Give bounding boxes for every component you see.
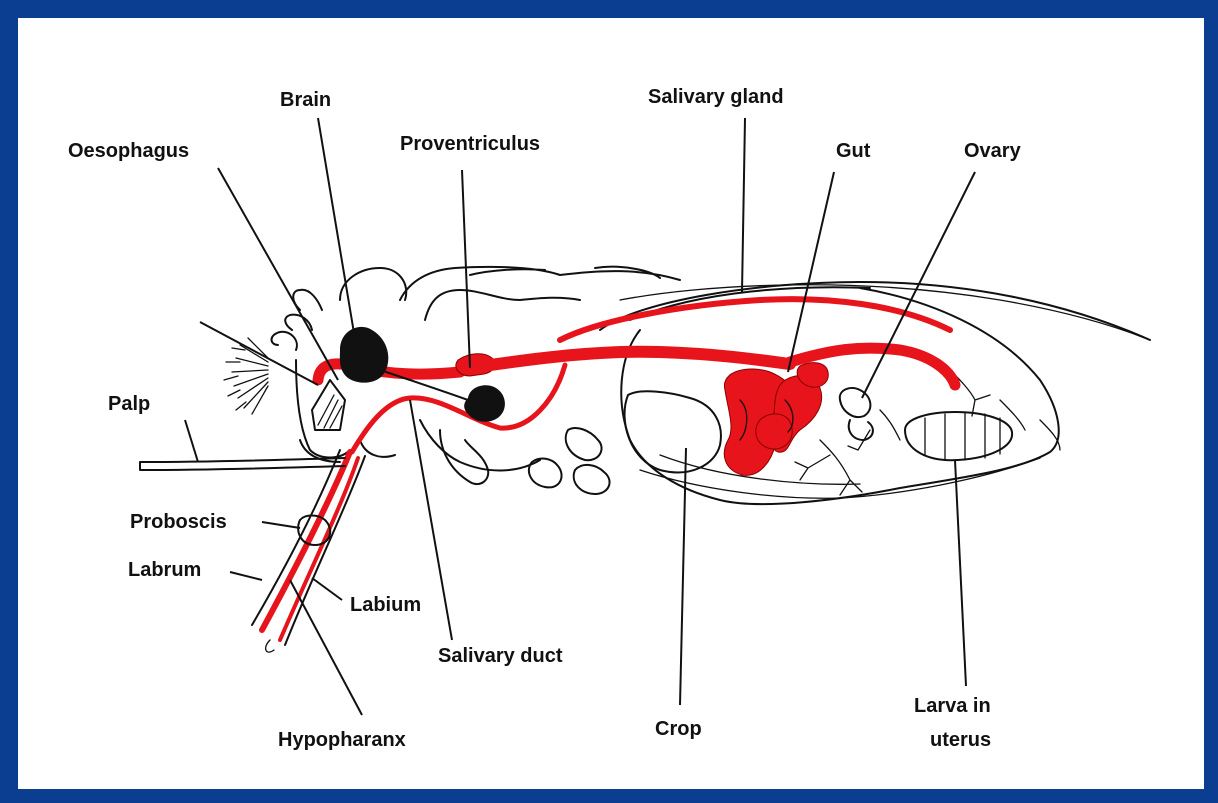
oesophagus-tube [318, 364, 460, 380]
antenna-bristle [224, 338, 268, 414]
label-proboscis: Proboscis [130, 511, 227, 533]
palp-leader [185, 420, 198, 462]
larva-leader [955, 460, 966, 686]
mouthpart-hatching [318, 395, 342, 428]
trachea-branches [795, 370, 1025, 495]
leg-coxa-4 [574, 465, 610, 494]
hypopharynx-red [280, 458, 358, 640]
ovary-leader [862, 172, 975, 398]
thoracic-ganglion [464, 385, 505, 422]
palp-rod [140, 458, 345, 470]
label-larva-line1: Larva in [914, 695, 991, 717]
antenna-leader [200, 322, 318, 385]
label-labrum: Labrum [128, 559, 201, 581]
label-palp: Palp [108, 393, 150, 415]
labels: Brain Oesophagus Proventriculus Salivary… [68, 86, 1022, 751]
labrum-red [262, 452, 350, 630]
larva-outline [905, 412, 1012, 460]
label-larva-line2: uterus [930, 729, 991, 751]
label-oesophagus: Oesophagus [68, 140, 189, 162]
gut-leader [788, 172, 834, 372]
salivary-gland-tube [560, 299, 950, 340]
labium-leader [312, 578, 342, 600]
label-ovary: Ovary [964, 140, 1022, 162]
label-salivary-gland: Salivary gland [648, 86, 784, 108]
label-brain: Brain [280, 89, 331, 111]
label-gut: Gut [836, 140, 871, 162]
labium-tip [266, 640, 274, 652]
body-outline [224, 267, 1150, 504]
proboscis-leader [262, 522, 300, 528]
larva-segments [925, 413, 1000, 460]
midgut-tube [490, 352, 790, 365]
proventriculus-leader [462, 170, 470, 368]
label-hypopharanx: Hypopharanx [278, 729, 406, 751]
label-proventriculus: Proventriculus [400, 133, 540, 155]
abdomen-outline [600, 282, 1150, 504]
salivary-gland-leader [742, 118, 745, 292]
label-salivary-duct: Salivary duct [438, 645, 563, 667]
label-labium: Labium [350, 594, 421, 616]
brain-ganglion [340, 327, 388, 383]
leg-coxa-3 [566, 428, 602, 460]
mouthparts-outline [140, 450, 365, 652]
salivary-duct-tube [352, 365, 565, 452]
brain-leader [318, 118, 356, 345]
head-outline [272, 290, 351, 462]
labrum-leader [230, 572, 262, 580]
thorax-outline [340, 267, 680, 320]
leg-coxa-1 [440, 430, 488, 484]
gut-coil [724, 363, 828, 476]
label-crop: Crop [655, 718, 702, 740]
